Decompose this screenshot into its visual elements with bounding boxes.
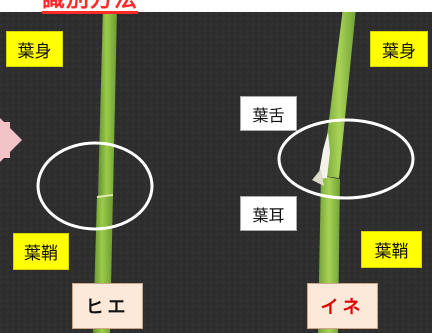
hie-blade-label: 葉身 [6,31,63,67]
ine-auricle-label: 葉耳 [240,196,297,231]
ine-sheath-label: 葉鞘 [361,231,422,268]
ine-blade-label: 葉身 [370,31,428,67]
hie-collar-circle [36,141,154,231]
pointer-arrow-icon [0,118,22,162]
hie-sheath-label: 葉鞘 [13,233,69,270]
hie-species-label: ヒエ [72,283,143,329]
ine-blade [322,8,356,178]
ine-ligule-circle [277,118,415,200]
title-strip: 識別方法 [0,0,432,14]
ine-ligule [318,132,330,179]
ine-auricle [312,169,324,186]
hie-blade [98,8,117,196]
ine-species-label: イネ [307,283,378,329]
page-title: 識別方法 [42,0,138,14]
ine-ligule-label: 葉舌 [240,96,297,131]
hie-collar [96,194,114,198]
